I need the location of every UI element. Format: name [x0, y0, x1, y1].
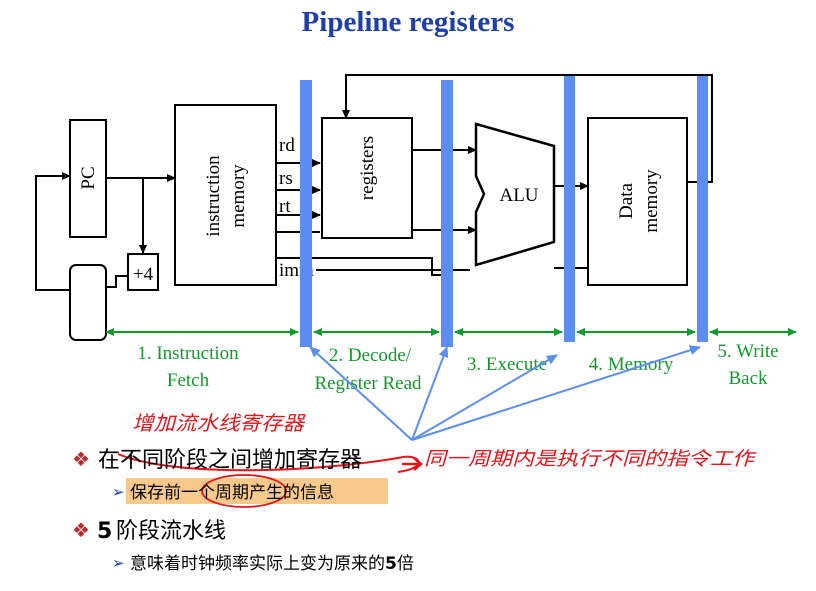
registers-label: registers [357, 136, 378, 200]
pipeline-register-id-ex [441, 80, 453, 347]
datapath-wires [35, 74, 713, 332]
instr-mem-label-2: memory [228, 164, 249, 228]
instruction-memory: instruction memory [174, 104, 277, 286]
handwritten-circle [201, 474, 287, 508]
bullet-2-text: 阶段流水线 [116, 519, 226, 544]
instr-mem-label-1: instruction [203, 155, 224, 237]
sub-bullet-1-arrow-icon: ➢ [112, 483, 125, 501]
stage-4-label: 4. Memory [589, 354, 674, 375]
handwritten-note-right: 同一周期内是执行不同的指令工作 [424, 448, 757, 470]
plus4-label: +4 [133, 264, 154, 285]
bullet-2-diamond-icon: ❖ [72, 518, 90, 542]
pc-register: PC [69, 119, 107, 238]
stage-5-label-1: 5. Write [717, 341, 778, 362]
sub-bullet-2-arrow-icon: ➢ [112, 554, 125, 572]
sub-bullet-1-text: 保存前一个周期产生的信息 [130, 483, 334, 503]
sub-bullet-2-number: 5 [385, 554, 397, 574]
sub-bullet-2-prefix: 意味着时钟频率实际上变为原来的 [130, 554, 385, 574]
alu: ALU [474, 122, 556, 267]
pointer-arrows [309, 345, 701, 441]
adder-plus4: +4 [127, 253, 159, 291]
register-file: registers [321, 117, 413, 239]
handwritten-note-top: 增加流水线寄存器 [132, 411, 306, 435]
pc-mux [69, 264, 107, 341]
data-mem-label-2: memory [641, 169, 662, 233]
rs-label: rs [279, 168, 293, 189]
stage-3-label: 3. Execute [467, 354, 547, 375]
pipeline-register-ex-mem [564, 76, 575, 342]
bullet-1-text: 在不同阶段之间增加寄存器 [98, 448, 362, 473]
bullet-2-number: 5 [97, 519, 112, 544]
pipeline-register-mem-wb [697, 76, 708, 342]
page-title: Pipeline registers [301, 6, 515, 38]
pc-label: PC [78, 166, 99, 189]
stage-1-label-2: Fetch [167, 370, 210, 391]
alu-label: ALU [499, 185, 538, 206]
stage-1-label-1: 1. Instruction [137, 343, 239, 364]
sub-bullet-2-text: 意味着时钟频率实际上变为原来的5倍 [130, 554, 414, 574]
sub-bullet-highlight [126, 478, 388, 504]
rt-label: rt [279, 196, 291, 217]
sub-bullet-2-suffix: 倍 [397, 554, 414, 574]
bullet-1-diamond-icon: ❖ [72, 447, 90, 471]
pipeline-register-if-id [300, 80, 312, 347]
data-mem-label-1: Data [616, 183, 637, 219]
stage-2-label-1: 2. Decode/ [329, 345, 412, 366]
handwritten-arrow [402, 457, 423, 471]
rd-label: rd [279, 135, 295, 156]
data-memory: Data memory [587, 117, 688, 286]
stage-2-label-2: Register Read [314, 373, 422, 394]
stage-5-label-2: Back [728, 368, 768, 389]
